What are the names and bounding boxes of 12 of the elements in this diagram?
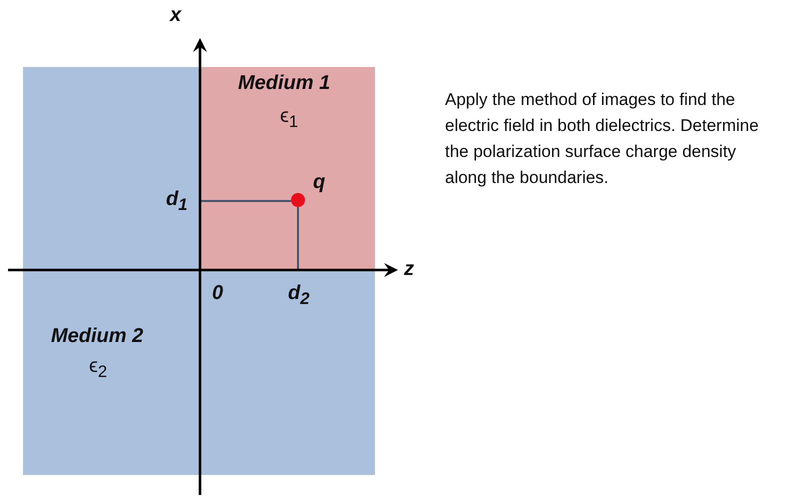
origin-label: 0 <box>212 282 224 305</box>
coordinate-label: d$_{2}$ <box>288 282 310 309</box>
region-label: Medium 1 <box>238 72 330 95</box>
axis-label: z <box>404 258 414 281</box>
charge-label: q <box>313 171 326 194</box>
axis-label: x <box>170 4 182 27</box>
region-label: Medium 2 <box>51 325 144 348</box>
problem-text: Apply the method of images to find the electric field in both dielectrics. Determine the polarization surface charge density along the boundaries. <box>445 89 760 189</box>
permittivity-symbol: ϵ$_{1}$ <box>280 105 298 132</box>
coordinate-label: d$_{1}$ <box>166 188 188 215</box>
permittivity-symbol: ϵ$_{2}$ <box>89 355 108 382</box>
medium-region <box>200 67 375 270</box>
